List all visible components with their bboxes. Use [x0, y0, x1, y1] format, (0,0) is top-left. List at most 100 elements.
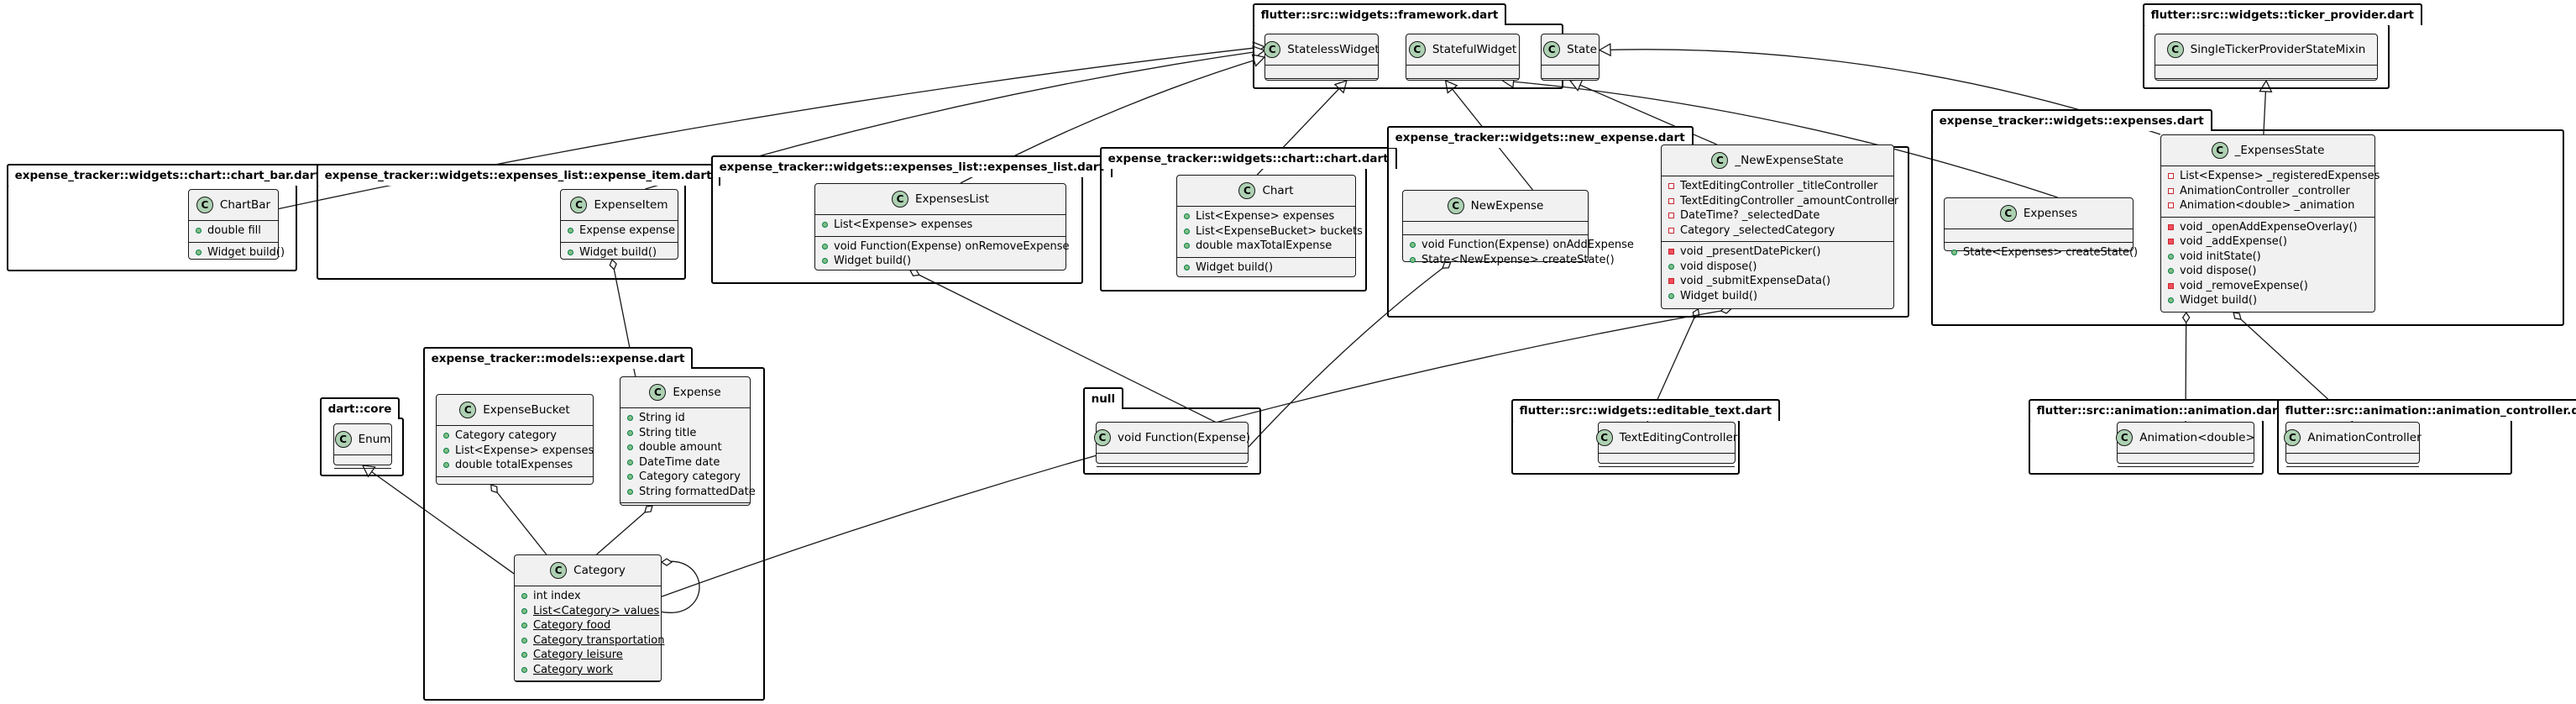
inheritance-arrowhead	[1444, 79, 1458, 94]
method-row: Widget build()	[1668, 289, 1887, 304]
inheritance-arrowhead	[1598, 43, 1611, 57]
member-text: Category _selectedCategory	[1680, 223, 1835, 237]
public-visibility-icon	[521, 607, 527, 614]
private-visibility-icon	[2168, 173, 2174, 180]
methods-section	[1265, 79, 1378, 92]
member-text: void dispose()	[1680, 260, 1757, 273]
private-visibility-icon	[2168, 282, 2174, 289]
field-row: String formattedDate	[627, 485, 756, 500]
fields-section	[1945, 229, 2133, 243]
methods-section	[2118, 467, 2254, 480]
aggregation-diamond	[660, 558, 673, 566]
class-name: ExpensesList	[915, 192, 989, 206]
methods-section	[515, 681, 661, 694]
fields-section	[1599, 454, 1735, 467]
member-text: List<Expense> expenses	[834, 218, 973, 231]
package-expitem: expense_tracker::widgets::expenses_list:…	[316, 164, 720, 280]
private-visibility-icon	[1668, 227, 1674, 234]
package-title: expense_tracker::widgets::expenses.dart	[1930, 109, 2212, 131]
field-row: Category _selectedCategory	[1668, 223, 1887, 239]
field-row: double fill	[196, 223, 271, 239]
member-text: String id	[639, 412, 685, 424]
class-name: SingleTickerProviderStateMixin	[2190, 43, 2366, 56]
member-text: DateTime? _selectedDate	[1680, 209, 1820, 222]
package-explist: expense_tracker::widgets::expenses_list:…	[710, 155, 1113, 284]
class-name: ExpenseBucket	[483, 403, 570, 417]
package-title: expense_tracker::models::expense.dart	[422, 347, 694, 369]
public-visibility-icon	[521, 652, 527, 659]
public-visibility-icon	[627, 429, 633, 436]
package-title: flutter::src::animation::animation.dart	[2028, 399, 2292, 421]
field-row: List<Expense> expenses	[443, 444, 594, 459]
method-row: State<Expenses> createState()	[1951, 245, 2138, 260]
field-row: double amount	[627, 440, 743, 455]
methods-section: Widget build()	[561, 243, 678, 264]
field-row: int index	[521, 589, 654, 604]
package-title: expense_tracker::widgets::new_expense.da…	[1386, 126, 1694, 148]
member-text: Widget build()	[1680, 289, 1758, 302]
method-row: void _addExpense()	[2168, 234, 2368, 250]
member-text: void Function(Expense) onRemoveExpense	[834, 239, 1070, 253]
class-name: void Function(Expense)	[1117, 431, 1251, 444]
relation-line	[909, 270, 1249, 439]
class-name: Chart	[1262, 184, 1294, 197]
public-visibility-icon	[2168, 268, 2174, 275]
class-c-icon: C	[1999, 205, 2017, 222]
member-text: DateTime date	[639, 455, 720, 469]
class-name: AnimationController	[2307, 431, 2422, 444]
member-text: double fill	[207, 224, 261, 237]
class-c-icon: C	[1595, 429, 1613, 446]
methods-section: Widget build()	[189, 243, 285, 264]
member-text: double amount	[639, 441, 722, 454]
public-visibility-icon	[2168, 253, 2174, 260]
package-title: flutter::src::widgets::framework.dart	[1252, 3, 1507, 25]
aggregation-diamond	[490, 484, 498, 494]
package-ticker: flutter::src::widgets::ticker_provider.d…	[2142, 3, 2422, 89]
field-row: AnimationController _controller	[2168, 184, 2368, 199]
member-text: State<Expenses> createState()	[1963, 246, 2139, 259]
member-text: State<NewExpense> createState()	[1422, 253, 1615, 266]
class-name: StatefulWidget	[1432, 43, 1517, 56]
package-title: flutter::src::animation::animation_contr…	[2276, 399, 2576, 421]
public-visibility-icon	[822, 243, 828, 250]
class-name: _NewExpenseState	[1735, 154, 1844, 167]
private-visibility-icon	[1668, 183, 1674, 190]
class-name: Expense	[673, 386, 721, 399]
method-row: State<NewExpense> createState()	[1410, 253, 1615, 268]
methods-section	[1542, 79, 1599, 92]
member-text: Category work	[533, 663, 613, 676]
public-visibility-icon	[196, 249, 202, 255]
method-row: Widget build()	[1184, 260, 1348, 276]
member-text: Expense expense	[579, 224, 676, 237]
private-visibility-icon	[1668, 249, 1674, 255]
package-newexp: expense_tracker::widgets::new_expense.da…	[1386, 126, 1909, 318]
private-visibility-icon	[2168, 223, 2174, 230]
public-visibility-icon	[822, 258, 828, 265]
member-text: Category leisure	[533, 649, 623, 661]
member-text: void Function(Expense) onAddExpense	[1422, 239, 1634, 251]
public-visibility-icon	[1951, 250, 1957, 256]
class-c-icon: C	[196, 197, 213, 213]
class-name: StatelessWidget	[1287, 43, 1380, 56]
member-text: Widget build()	[1196, 260, 1274, 274]
public-visibility-icon	[568, 228, 573, 234]
methods-section	[2155, 79, 2377, 92]
public-visibility-icon	[443, 462, 449, 469]
package-title: expense_tracker::widgets::expenses_list:…	[710, 155, 1113, 177]
member-text: void _presentDatePicker()	[1680, 245, 1821, 258]
class-c-icon: C	[2211, 142, 2228, 159]
relation-line	[362, 465, 515, 575]
field-row: TextEditingController _amountController	[1668, 194, 1898, 209]
member-text: List<ExpenseBucket> buckets	[1196, 224, 1363, 238]
